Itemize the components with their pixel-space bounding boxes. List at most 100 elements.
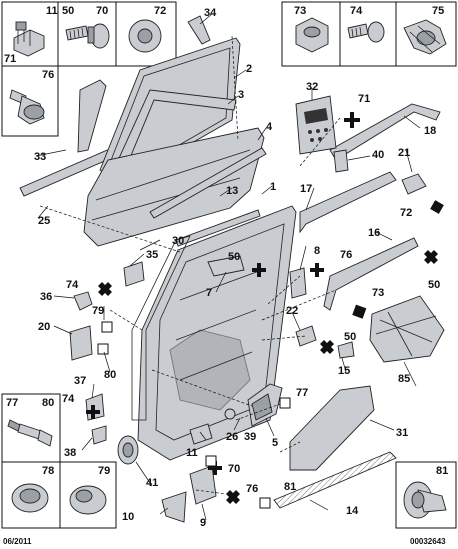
plug-markers [97, 321, 291, 509]
part-labels: 11 50 70 72 71 76 73 74 75 77 80 78 79 8… [4, 5, 448, 529]
box-label-77: 77 [6, 397, 18, 409]
screw-icon [65, 23, 110, 49]
box-label-74: 74 [350, 5, 363, 17]
label-8: 8 [314, 245, 320, 257]
assembly-guide-lines [39, 35, 341, 495]
label-9: 9 [200, 517, 206, 529]
trim-strip [149, 147, 267, 219]
box-label-50: 50 [62, 5, 74, 17]
label-71: 71 [358, 93, 370, 105]
plug-cap-icon-78 [11, 483, 49, 513]
box-label-73: 73 [294, 5, 306, 17]
label-20: 20 [38, 321, 50, 333]
label-73: 73 [372, 287, 384, 299]
hex-nut-icon [295, 17, 329, 53]
label-10: 10 [122, 511, 134, 523]
window-frame-strips [19, 15, 211, 197]
label-5: 5 [272, 437, 278, 449]
screw-icon-74 [347, 21, 385, 43]
label-15: 15 [338, 365, 350, 377]
label-31: 31 [396, 427, 408, 439]
label-70: 70 [228, 463, 240, 475]
plug-cap-icon-79 [69, 485, 107, 515]
footer-date: 06/2011 [3, 537, 32, 546]
label-72: 72 [400, 207, 412, 219]
outer-door-panel [83, 127, 265, 247]
wiring-harness [369, 295, 445, 363]
label-35: 35 [146, 249, 158, 261]
label-40: 40 [372, 149, 384, 161]
label-76-b: 76 [246, 483, 258, 495]
label-77: 77 [296, 387, 308, 399]
label-80: 80 [104, 369, 116, 381]
label-76-a: 76 [340, 249, 352, 261]
fastener-markers [86, 112, 438, 504]
inner-panel [289, 385, 375, 471]
seal-pad [352, 304, 367, 319]
rivet-icon [7, 419, 53, 447]
label-33: 33 [34, 151, 46, 163]
label-7: 7 [206, 287, 212, 299]
label-32: 32 [306, 81, 318, 93]
box-label-72: 72 [154, 5, 166, 17]
box-label-79: 79 [98, 465, 110, 477]
box-label-76: 76 [42, 69, 54, 81]
label-30: 30 [172, 235, 184, 247]
label-11: 11 [186, 447, 198, 459]
label-74-b: 74 [62, 393, 75, 405]
label-3: 3 [238, 89, 244, 101]
bolt-icon [9, 89, 45, 125]
label-13: 13 [226, 185, 238, 197]
door-rails [299, 103, 441, 311]
label-34: 34 [204, 7, 217, 19]
label-50-b: 50 [428, 279, 440, 291]
label-1: 1 [270, 181, 276, 193]
box-label-80: 80 [42, 397, 54, 409]
label-14: 14 [346, 505, 359, 517]
door-lock [247, 383, 283, 427]
label-16: 16 [368, 227, 380, 239]
label-26: 26 [226, 431, 238, 443]
label-37: 37 [74, 375, 86, 387]
box-label-81: 81 [436, 465, 448, 477]
label-41: 41 [146, 477, 158, 489]
label-81: 81 [284, 481, 296, 493]
label-79: 79 [92, 305, 104, 317]
grommet-icon [128, 19, 162, 53]
fastener-icon-81 [403, 481, 447, 519]
clip-fastener-icon [403, 19, 447, 55]
label-18: 18 [424, 125, 436, 137]
inset-box-bottom-right [395, 461, 457, 529]
label-4: 4 [266, 121, 273, 133]
label-2: 2 [246, 63, 252, 75]
clip-icon [13, 21, 45, 57]
inner-door-seal [131, 235, 191, 421]
box-label-75: 75 [432, 5, 444, 17]
sill-strip [273, 451, 397, 509]
box-label-71: 71 [4, 53, 16, 65]
label-sheet [295, 95, 337, 155]
footer-reference: 00032643 [410, 537, 446, 546]
leader-lines [35, 13, 421, 521]
label-74-a: 74 [66, 279, 79, 291]
box-label-11: 11 [46, 5, 58, 17]
label-39: 39 [244, 431, 256, 443]
inset-box-top-right [281, 1, 457, 67]
label-36: 36 [40, 291, 52, 303]
box-label-78: 78 [42, 465, 54, 477]
strip-13 [175, 209, 261, 247]
door-shell [137, 205, 297, 461]
label-50-c: 50 [344, 331, 356, 343]
label-38: 38 [64, 447, 76, 459]
box-label-70: 70 [96, 5, 108, 17]
inset-box-bottom-left [1, 393, 117, 529]
label-50-a: 50 [228, 251, 240, 263]
inset-box-top-left [1, 1, 177, 137]
label-17: 17 [300, 183, 312, 195]
label-85: 85 [398, 373, 410, 385]
label-25: 25 [38, 215, 50, 227]
label-21: 21 [398, 147, 410, 159]
hinge [401, 173, 444, 214]
label-22: 22 [286, 305, 298, 317]
